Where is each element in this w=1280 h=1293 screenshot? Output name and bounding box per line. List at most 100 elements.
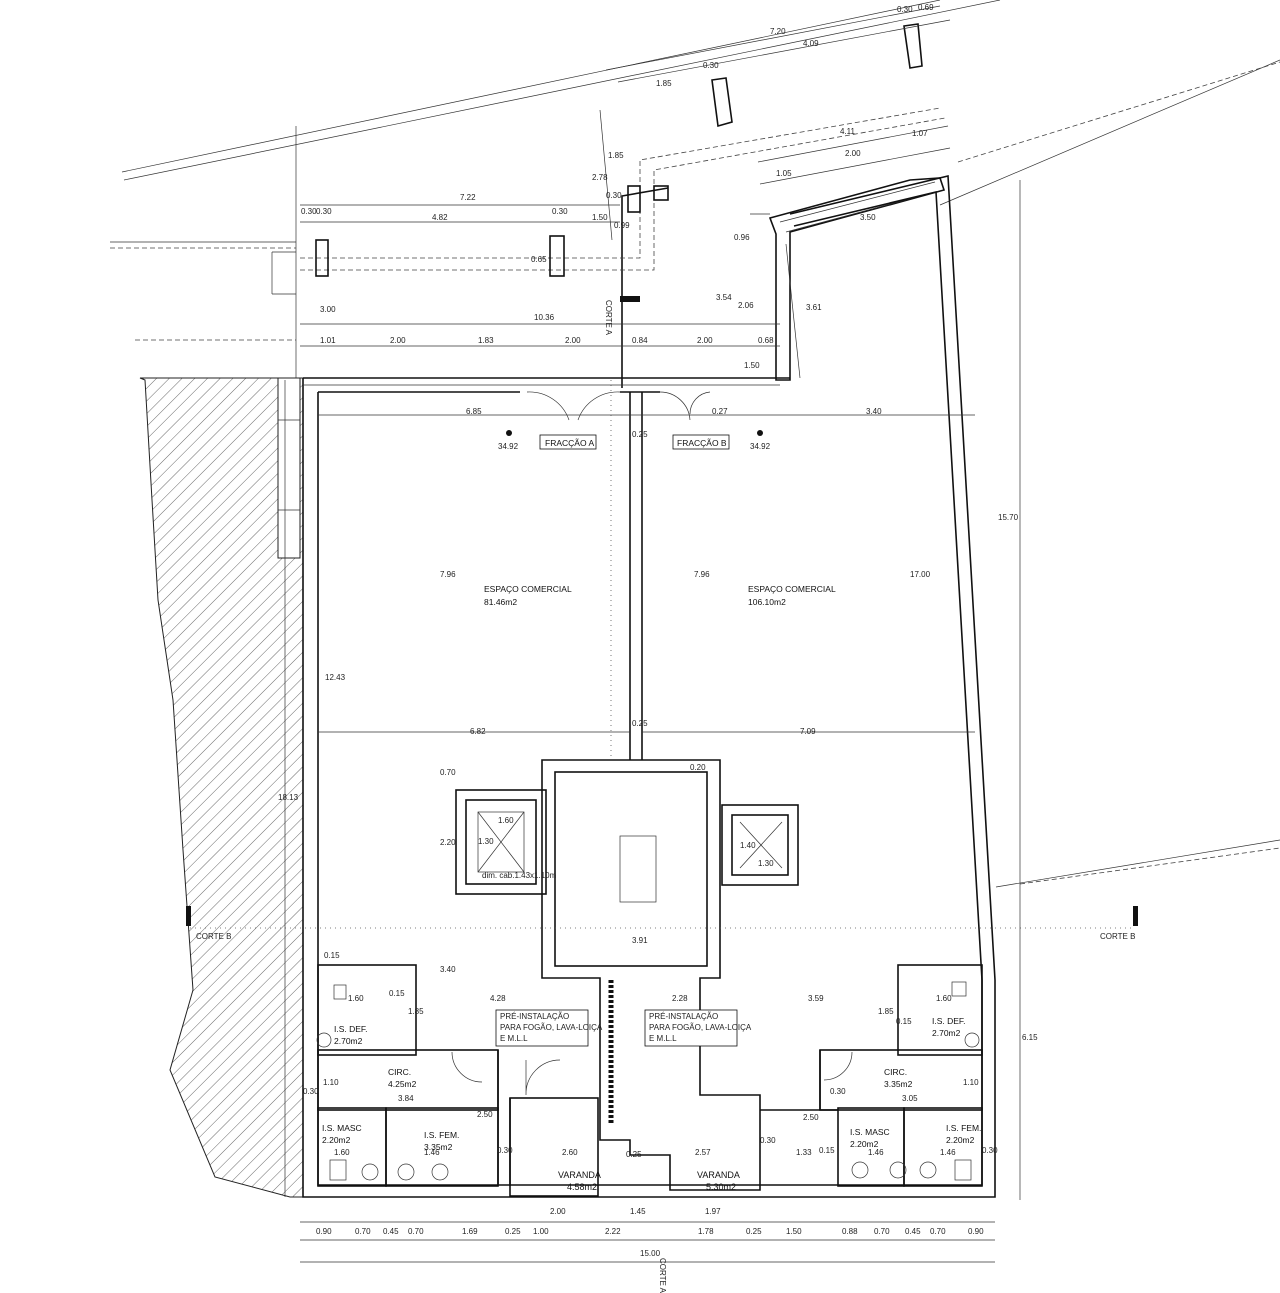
- dim-0-45: 0.45: [905, 1227, 921, 1236]
- dim-18-13: 18.13: [278, 793, 299, 802]
- is-masc-b-area: 2.20m2: [850, 1139, 879, 1149]
- dim-0-45: 0.45: [383, 1227, 399, 1236]
- dim-0-27: 0.27: [712, 407, 728, 416]
- dim-1-01: 1.01: [320, 336, 336, 345]
- dim-0-30: 0.30: [552, 207, 568, 216]
- pre-install-a-line3: E M.L.L: [500, 1034, 528, 1043]
- dim-10-36: 10.36: [534, 313, 555, 322]
- commercial-a-area: 81.46m2: [484, 597, 517, 607]
- dim-3-59: 3.59: [808, 994, 824, 1003]
- dim-2-00: 2.00: [565, 336, 581, 345]
- dim-7-96: 7.96: [694, 570, 710, 579]
- dim-0-68: 0.68: [758, 336, 774, 345]
- upper-access-structure: [300, 5, 951, 388]
- dim-15-00: 15.00: [640, 1249, 661, 1258]
- dim-1-83: 1.83: [478, 336, 494, 345]
- dim-0-15: 0.15: [324, 951, 340, 960]
- dim-3-00: 3.00: [320, 305, 336, 314]
- pre-install-a-line1: PRÉ-INSTALAÇÃO: [500, 1012, 569, 1021]
- dim-7-09: 7.09: [800, 727, 816, 736]
- dim-0-30: 0.30: [897, 5, 913, 14]
- dim-1-69: 1.69: [462, 1227, 478, 1236]
- dim-1-10: 1.10: [323, 1078, 339, 1087]
- dim-4-11: 4.11: [840, 127, 856, 136]
- dim-2-78: 2.78: [592, 173, 608, 182]
- dim-2-28: 2.28: [672, 994, 688, 1003]
- dim-0-90: 0.90: [968, 1227, 984, 1236]
- is-masc-b-name: I.S. MASC: [850, 1127, 890, 1137]
- dim-2-00: 2.00: [390, 336, 406, 345]
- pre-install-b-line2: PARA FOGÃO, LAVA-LOIÇA: [649, 1023, 752, 1032]
- dimension-texts: 7.20 0.30 0.69 4.09 0.30 1.85 2.78 1.85 …: [278, 3, 1038, 1258]
- is-def-a-area: 2.70m2: [334, 1036, 363, 1046]
- dim-0-99: 0.99: [614, 221, 630, 230]
- dim-1-05: 1.05: [776, 169, 792, 178]
- dim-1-97: 1.97: [705, 1207, 721, 1216]
- is-fem-a-name: I.S. FEM.: [424, 1130, 459, 1140]
- is-def-b-area: 2.70m2: [932, 1028, 961, 1038]
- dim-4-09: 4.09: [803, 39, 819, 48]
- varanda-a-name: VARANDA: [558, 1170, 601, 1180]
- dim-0-69: 0.69: [918, 3, 934, 12]
- site-context: [110, 0, 1280, 888]
- dim-7-96: 7.96: [440, 570, 456, 579]
- dim-3-05: 3.05: [902, 1094, 918, 1103]
- dimension-lines: [284, 180, 1021, 1263]
- level-a: 34.92: [498, 442, 519, 451]
- is-masc-a-area: 2.20m2: [322, 1135, 351, 1145]
- dim-1-46: 1.46: [424, 1148, 440, 1157]
- dim-0-30: 0.30: [760, 1136, 776, 1145]
- commercial-b-name: ESPAÇO COMERCIAL: [748, 584, 836, 594]
- is-def-b-name: I.S. DEF.: [932, 1016, 966, 1026]
- dim-7-22: 7.22: [460, 193, 476, 202]
- dim-0-88: 0.88: [842, 1227, 858, 1236]
- corte-a-bottom-label: CORTE A: [658, 1258, 667, 1293]
- dim-0-20: 0.20: [690, 763, 706, 772]
- dim-1-30: 1.30: [758, 859, 774, 868]
- dim-0-30: 0.30: [303, 1087, 319, 1096]
- commercial-a-name: ESPAÇO COMERCIAL: [484, 584, 572, 594]
- dim-2-57: 2.57: [695, 1148, 711, 1157]
- dim-6-82: 6.82: [470, 727, 486, 736]
- dim-0-70: 0.70: [440, 768, 456, 777]
- corte-b-right-label: CORTE B: [1100, 932, 1135, 941]
- dim-0-30: 0.30: [606, 191, 622, 200]
- dim-0-30: 0.30: [301, 207, 317, 216]
- dim-1-85: 1.85: [408, 1007, 424, 1016]
- varanda-b-area: 5.30m2: [706, 1182, 736, 1192]
- dim-2-50: 2.50: [477, 1110, 493, 1119]
- dim-1-85: 1.85: [656, 79, 672, 88]
- dim-1-60: 1.60: [348, 994, 364, 1003]
- is-def-a-name: I.S. DEF.: [334, 1024, 368, 1034]
- dim-1-45: 1.45: [630, 1207, 646, 1216]
- circ-b-area: 3.35m2: [884, 1079, 913, 1089]
- dim-3-40: 3.40: [440, 965, 456, 974]
- dim-0-30: 0.30: [497, 1146, 513, 1155]
- dim-0-84: 0.84: [632, 336, 648, 345]
- varanda-b-name: VARANDA: [697, 1170, 740, 1180]
- dim-1-50: 1.50: [592, 213, 608, 222]
- dim-2-00: 2.00: [697, 336, 713, 345]
- dim-0-65: 0.65: [531, 255, 547, 264]
- dim-0-15: 0.15: [389, 989, 405, 998]
- fraction-b-tag: FRACÇÃO B: [677, 438, 727, 448]
- dim-2-06: 2.06: [738, 301, 754, 310]
- dim-1-60: 1.60: [498, 816, 514, 825]
- dim-6-85: 6.85: [466, 407, 482, 416]
- dim-1-46: 1.46: [868, 1148, 884, 1157]
- dim-0-25: 0.25: [626, 1150, 642, 1159]
- dim-3-61: 3.61: [806, 303, 822, 312]
- dim-3-84: 3.84: [398, 1094, 414, 1103]
- commercial-b-area: 106.10m2: [748, 597, 786, 607]
- dim-0-70: 0.70: [874, 1227, 890, 1236]
- dim-2-22: 2.22: [605, 1227, 621, 1236]
- dim-0-30: 0.30: [703, 61, 719, 70]
- dim-1-33: 1.33: [796, 1148, 812, 1157]
- section-markers: CORTE A CORTE A CORTE B CORTE B: [196, 300, 1135, 1293]
- dim-1-00: 1.00: [533, 1227, 549, 1236]
- dim-3-54: 3.54: [716, 293, 732, 302]
- dim-2-20: 2.20: [440, 838, 456, 847]
- dim-1-46: 1.46: [940, 1148, 956, 1157]
- dim-1-10: 1.10: [963, 1078, 979, 1087]
